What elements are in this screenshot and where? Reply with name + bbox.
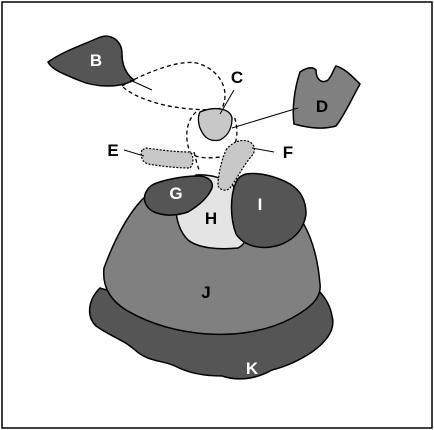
leader-e xyxy=(123,149,145,157)
hat-dashed-outline xyxy=(120,61,226,111)
piece-g-left-sleeve xyxy=(143,175,214,216)
label-d: D xyxy=(316,97,328,116)
label-e: E xyxy=(107,141,118,160)
label-f: F xyxy=(283,143,293,162)
leader-f xyxy=(251,147,275,153)
label-k: K xyxy=(246,359,259,378)
label-b: B xyxy=(90,51,102,70)
leader-d xyxy=(231,107,299,129)
head-dashed-outline xyxy=(186,111,238,159)
label-g: G xyxy=(169,184,182,203)
piece-b-hat xyxy=(47,35,136,87)
label-i: I xyxy=(258,195,263,214)
label-c: C xyxy=(231,68,243,87)
piece-e-left-strap xyxy=(140,147,194,169)
piece-f-right-strap xyxy=(217,139,256,191)
label-h: H xyxy=(205,209,217,228)
piece-c-head xyxy=(197,107,233,142)
piece-d-collar xyxy=(292,65,361,129)
leader-c xyxy=(219,89,235,115)
leader-b xyxy=(129,79,153,91)
piece-i-right-sleeve xyxy=(230,172,307,249)
label-j: J xyxy=(201,283,210,302)
